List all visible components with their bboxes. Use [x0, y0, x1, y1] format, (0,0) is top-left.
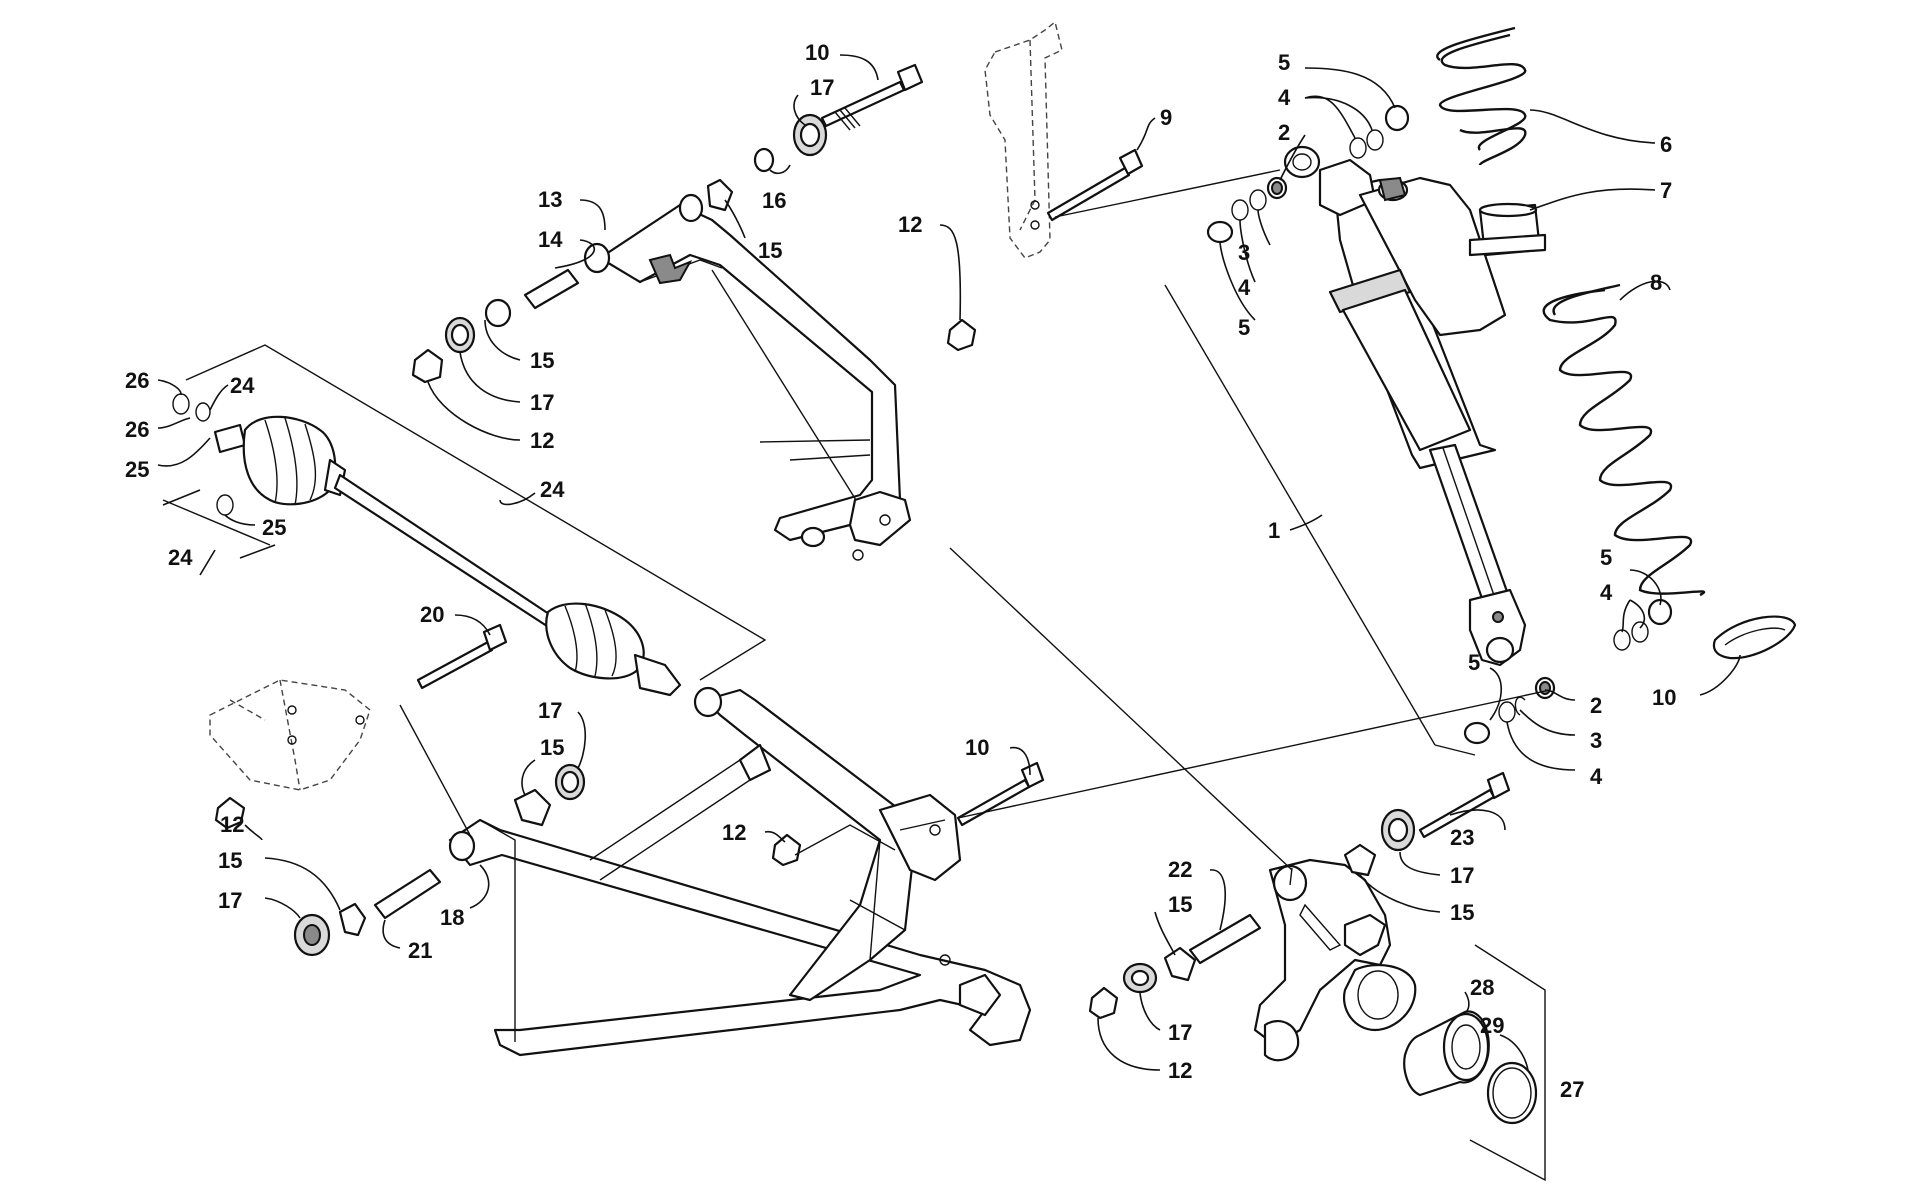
- callout-18: 18: [440, 905, 464, 930]
- callout-15-mid: 15: [540, 735, 564, 760]
- cv-axle: [213, 415, 682, 697]
- callout-2-top: 2: [1278, 120, 1290, 145]
- callout-29: 29: [1480, 1013, 1504, 1038]
- callout-10-top: 9: [1160, 105, 1172, 130]
- callout-4-mid: 4: [1238, 275, 1251, 300]
- callout-19-upper: 20: [420, 602, 444, 627]
- callout-15-knuckle: 15: [1168, 892, 1192, 917]
- callout-28: 28: [1470, 975, 1494, 1000]
- callout-4-lower: 4: [1590, 764, 1603, 789]
- callout-16: 16: [762, 188, 786, 213]
- lower-a-arm: [448, 686, 1032, 1057]
- callout-19-knuckle: 22: [1168, 857, 1192, 882]
- callout-26: 26: [125, 417, 149, 442]
- retaining-ring: [1486, 1061, 1538, 1125]
- callout-5-mid: 5: [1238, 315, 1250, 340]
- callouts: 10 17 16 15 13 14 15 17 12 9 12 5: [125, 40, 1741, 1102]
- callout-15-right: 15: [1450, 900, 1474, 925]
- callout-21: 24: [540, 477, 565, 502]
- callout-12-mid: 12: [722, 820, 746, 845]
- callout-17-knuckle: 17: [1168, 1020, 1192, 1045]
- callout-7: 7: [1660, 178, 1672, 203]
- leader-lines: [162, 169, 1551, 1182]
- callout-22: 24: [168, 545, 193, 570]
- callout-25: 26: [125, 368, 149, 393]
- callout-17-mid: 17: [538, 698, 562, 723]
- callout-17-left: 17: [530, 390, 554, 415]
- callout-15-left: 15: [530, 348, 554, 373]
- callout-8: 8: [1650, 270, 1662, 295]
- upper-a-arm: [583, 193, 912, 561]
- callout-12-lowerleft: 12: [220, 812, 244, 837]
- callout-23: 25: [262, 515, 286, 540]
- callout-5-right: 5: [1600, 545, 1612, 570]
- callout-13: 13: [538, 187, 562, 212]
- callout-14: 14: [538, 227, 563, 252]
- lower-spring: [1542, 283, 1705, 597]
- callout-2-lower: 2: [1590, 693, 1602, 718]
- wheel-bearing: [1403, 1010, 1490, 1097]
- callout-15-top: 15: [758, 238, 782, 263]
- callout-12-top: 12: [898, 212, 922, 237]
- callout-1: 1: [1268, 518, 1280, 543]
- hardware: [172, 63, 1673, 1020]
- callout-17-top: 17: [810, 75, 834, 100]
- callout-3-lower: 3: [1590, 728, 1602, 753]
- shock-absorber: [1283, 145, 1527, 667]
- upper-spring: [1436, 26, 1527, 167]
- lower-frame-bracket: [209, 679, 371, 791]
- callout-12-knuckle: 12: [1168, 1058, 1192, 1083]
- callout-4-right: 4: [1600, 580, 1613, 605]
- spring-collar: [1468, 202, 1547, 257]
- steering-knuckle: [1253, 858, 1417, 1062]
- callout-11: 10: [805, 40, 829, 65]
- callout-24-top: 24: [230, 373, 255, 398]
- callout-15-bottomleft: 15: [218, 848, 242, 873]
- spring-seat: [1712, 615, 1797, 660]
- upper-frame-bracket: [984, 20, 1063, 259]
- callout-24-left: 25: [125, 457, 149, 482]
- callout-27: 27: [1560, 1077, 1584, 1102]
- callout-5-lower: 5: [1468, 650, 1480, 675]
- callout-4-top: 4: [1278, 85, 1291, 110]
- callout-12-left: 12: [530, 428, 554, 453]
- callout-9: 10: [1652, 685, 1676, 710]
- callout-17-bottomleft: 17: [218, 888, 242, 913]
- callout-20: 23: [1450, 825, 1474, 850]
- callout-3-top: 3: [1238, 240, 1250, 265]
- callout-17-right: 17: [1450, 863, 1474, 888]
- callout-6: 6: [1660, 132, 1672, 157]
- callout-5-top: 5: [1278, 50, 1290, 75]
- callout-19-bottom: 21: [408, 938, 432, 963]
- callout-10-lower: 10: [965, 735, 989, 760]
